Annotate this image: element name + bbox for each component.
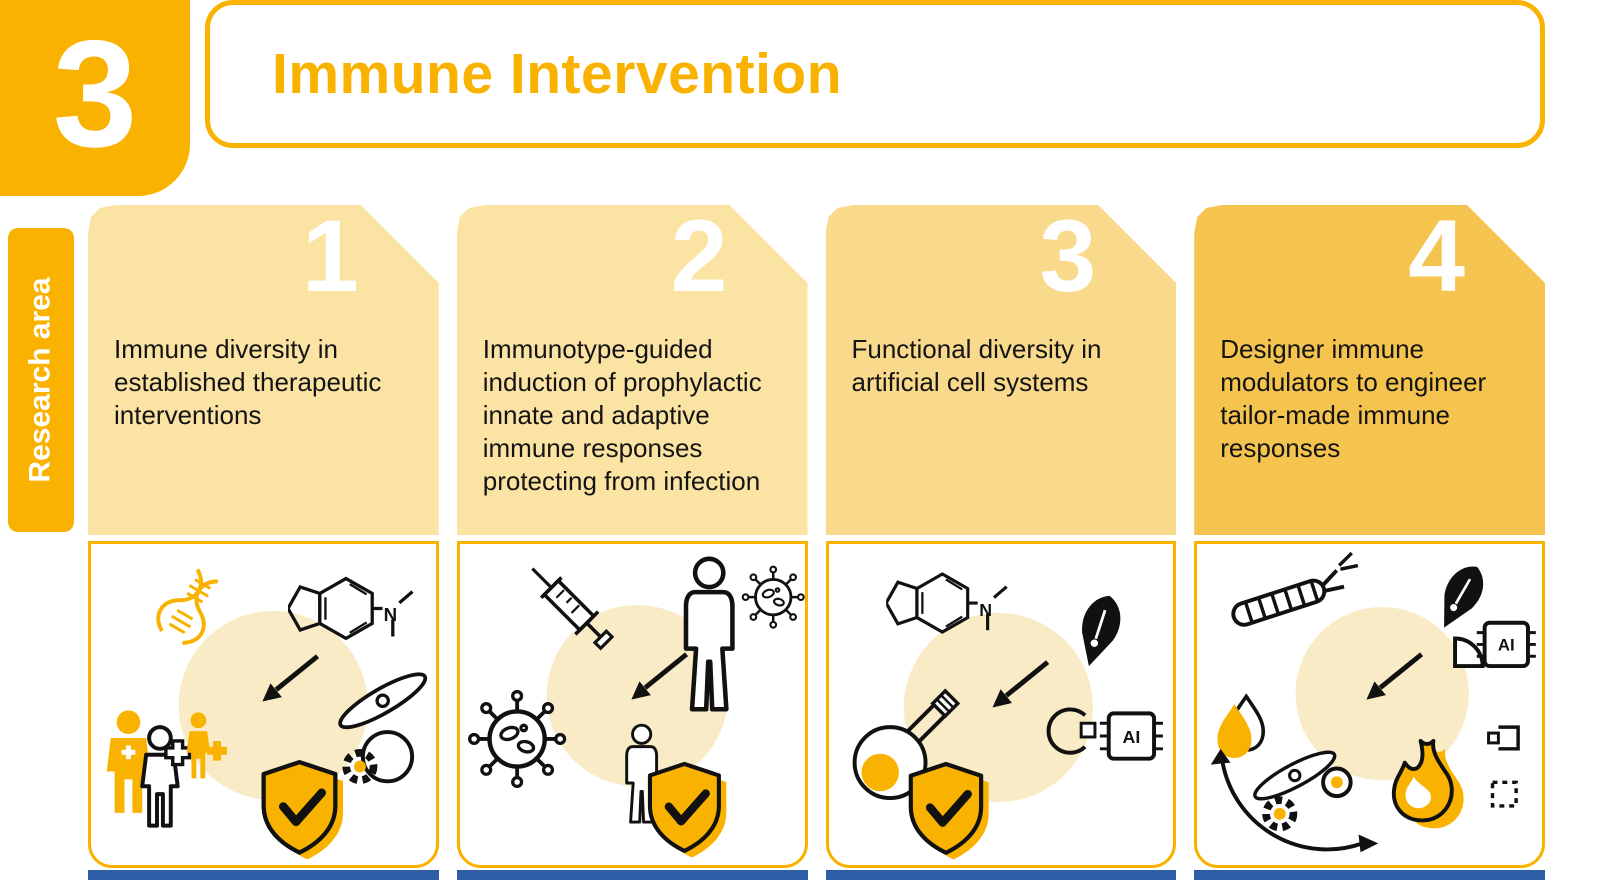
background-circle (903, 612, 1093, 803)
ai-chip-label: AI (1498, 635, 1515, 654)
medical-cross-icon (164, 739, 192, 767)
card-number: 4 (1408, 199, 1465, 313)
card-3-header: 3 Functional diversity in artificial cel… (826, 205, 1177, 535)
sensor-icon (1046, 707, 1096, 755)
card-number: 2 (670, 199, 728, 313)
card-2: 2 Immunotype-guided induction of prophyl… (456, 205, 808, 880)
dna-icon (156, 568, 218, 645)
card-4: 4 Designer immune modulators to engineer… (1194, 205, 1545, 880)
card-4-icon-panel: AI (1194, 541, 1545, 868)
card-1-header: 1 Immune diversity in established therap… (88, 205, 439, 535)
medical-cross-icon (207, 740, 227, 761)
shield-check-icon (650, 764, 726, 858)
card-description: Immune diversity in established therapeu… (114, 334, 382, 431)
cell-icon (1243, 741, 1353, 810)
flame-icon (1392, 738, 1464, 829)
research-area-number-badge: 3 (0, 0, 190, 196)
card-4-header: 4 Designer immune modulators to engineer… (1194, 205, 1545, 535)
molecule-n-label: N (979, 600, 992, 620)
pen-icon (1426, 557, 1495, 637)
receptor-icon (1453, 636, 1485, 669)
page-title: Immune Intervention (272, 42, 843, 106)
droplet-icon (1217, 704, 1252, 758)
card-1-icon-panel: N (88, 541, 439, 868)
virus-icon (469, 692, 564, 787)
card-description: Functional diversity in artificial cell … (851, 334, 1102, 398)
flask-icon (852, 688, 960, 801)
patient-group-icon (106, 710, 227, 828)
card-2-header: 2 Immunotype-guided induction of prophyl… (457, 205, 808, 535)
dna-ladder-icon (1231, 551, 1359, 627)
card-number: 3 (1039, 199, 1097, 313)
shield-check-icon (264, 762, 343, 859)
title-bar: Immune Intervention (205, 0, 1545, 148)
card-1: 1 Immune diversity in established therap… (88, 205, 439, 880)
icon-scene: N (106, 568, 436, 865)
research-topic-cards: 1 Immune diversity in established therap… (88, 205, 1545, 880)
sidebar-label: Research area (24, 277, 57, 483)
molecule-icon: N (288, 576, 415, 641)
virus-icon (741, 565, 805, 630)
card-number: 1 (302, 199, 359, 313)
icon-scene: N (852, 572, 1163, 865)
research-area-sidebar: Research area (8, 228, 74, 532)
cycle-arrow-icon (1211, 748, 1379, 853)
bottom-strip (1194, 870, 1545, 880)
person-icon (686, 559, 732, 709)
icon-scene: AI (1211, 551, 1537, 853)
ai-chip-label: AI (1122, 727, 1140, 747)
bracket-dashed-icon (1491, 780, 1519, 808)
card-3: 3 Functional diversity in artificial cel… (825, 205, 1177, 880)
icon-scene (460, 555, 805, 865)
bottom-strip (825, 870, 1177, 880)
ai-chip-icon: AI (1476, 620, 1537, 669)
card-description: Immunotype-guided induction of prophylac… (482, 334, 762, 497)
research-area-number: 3 (52, 9, 138, 179)
molecule-icon: N (885, 572, 1008, 634)
bottom-strip (88, 870, 439, 880)
ai-chip-icon: AI (1099, 711, 1163, 761)
card-3-icon-panel: N (825, 541, 1177, 868)
gear-icon (1266, 800, 1293, 827)
bracket-icon (1487, 725, 1521, 751)
shield-check-icon (910, 764, 988, 859)
molecule-n-label: N (384, 604, 398, 625)
bottom-strip (456, 870, 808, 880)
card-description: Designer immune modulators to engineer t… (1220, 334, 1487, 464)
card-2-icon-panel (456, 541, 808, 868)
